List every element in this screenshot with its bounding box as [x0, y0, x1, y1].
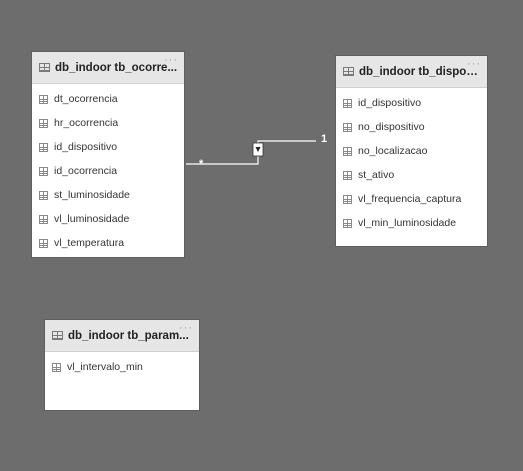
- column-icon: [39, 214, 48, 224]
- column-icon: [39, 118, 48, 128]
- field-name: st_luminosidade: [54, 189, 130, 201]
- field-item[interactable]: no_localizacao: [336, 139, 487, 163]
- field-item[interactable]: st_ativo: [336, 163, 487, 187]
- field-name: dt_ocorrencia: [54, 93, 118, 105]
- field-list: vl_intervalo_min: [45, 352, 199, 379]
- field-name: no_localizacao: [358, 145, 428, 157]
- table-card-ocorrencia[interactable]: db_indoor tb_ocorre... ··· dt_ocorrencia…: [32, 52, 184, 257]
- more-options-icon[interactable]: ···: [467, 58, 481, 70]
- field-item[interactable]: id_ocorrencia: [32, 159, 184, 183]
- column-icon: [39, 190, 48, 200]
- more-options-icon[interactable]: ···: [179, 322, 193, 334]
- column-icon: [343, 170, 352, 180]
- field-item[interactable]: vl_temperatura: [32, 231, 184, 255]
- more-options-icon[interactable]: ···: [164, 54, 178, 66]
- table-icon: [343, 67, 354, 76]
- table-title: db_indoor tb_dispos...: [359, 65, 481, 78]
- field-list: dt_ocorrencia hr_ocorrencia id_dispositi…: [32, 84, 184, 255]
- column-icon: [343, 218, 352, 228]
- column-icon: [39, 94, 48, 104]
- field-name: vl_temperatura: [54, 237, 125, 249]
- column-icon: [343, 122, 352, 132]
- column-icon: [343, 146, 352, 156]
- field-item[interactable]: vl_min_luminosidade: [336, 211, 487, 235]
- column-icon: [39, 142, 48, 152]
- field-name: no_dispositivo: [358, 121, 425, 133]
- field-item[interactable]: id_dispositivo: [336, 91, 487, 115]
- field-item[interactable]: vl_frequencia_captura: [336, 187, 487, 211]
- field-name: id_dispositivo: [54, 141, 118, 153]
- field-name: vl_intervalo_min: [67, 361, 143, 373]
- table-header[interactable]: db_indoor tb_param... ···: [45, 320, 199, 352]
- field-item[interactable]: no_dispositivo: [336, 115, 487, 139]
- field-name: id_ocorrencia: [54, 165, 118, 177]
- column-icon: [39, 238, 48, 248]
- field-name: vl_frequencia_captura: [358, 193, 462, 205]
- table-icon: [52, 331, 63, 340]
- field-list: id_dispositivo no_dispositivo no_localiz…: [336, 88, 487, 235]
- field-item[interactable]: hr_ocorrencia: [32, 111, 184, 135]
- cardinality-many-label: *: [199, 158, 204, 170]
- column-icon: [343, 98, 352, 108]
- field-name: vl_luminosidade: [54, 213, 130, 225]
- field-name: id_dispositivo: [358, 97, 422, 109]
- field-name: vl_min_luminosidade: [358, 217, 457, 229]
- field-name: st_ativo: [358, 169, 395, 181]
- cardinality-one-label: 1: [321, 133, 328, 145]
- field-item[interactable]: vl_luminosidade: [32, 207, 184, 231]
- field-name: hr_ocorrencia: [54, 117, 119, 129]
- arrow-down-icon: [255, 147, 261, 152]
- table-card-dispositivo[interactable]: db_indoor tb_dispos... ··· id_dispositiv…: [336, 56, 487, 246]
- table-icon: [39, 63, 50, 72]
- table-title: db_indoor tb_ocorre...: [55, 61, 178, 74]
- field-item[interactable]: id_dispositivo: [32, 135, 184, 159]
- field-item[interactable]: dt_ocorrencia: [32, 87, 184, 111]
- field-item[interactable]: vl_intervalo_min: [45, 355, 199, 379]
- table-card-parametro[interactable]: db_indoor tb_param... ··· vl_intervalo_m…: [45, 320, 199, 410]
- table-header[interactable]: db_indoor tb_dispos... ···: [336, 56, 487, 88]
- column-icon: [343, 194, 352, 204]
- relationship-connector[interactable]: [186, 140, 316, 165]
- column-icon: [39, 166, 48, 176]
- field-item[interactable]: st_luminosidade: [32, 183, 184, 207]
- column-icon: [52, 362, 61, 372]
- table-title: db_indoor tb_param...: [68, 329, 189, 342]
- table-header[interactable]: db_indoor tb_ocorre... ···: [32, 52, 184, 84]
